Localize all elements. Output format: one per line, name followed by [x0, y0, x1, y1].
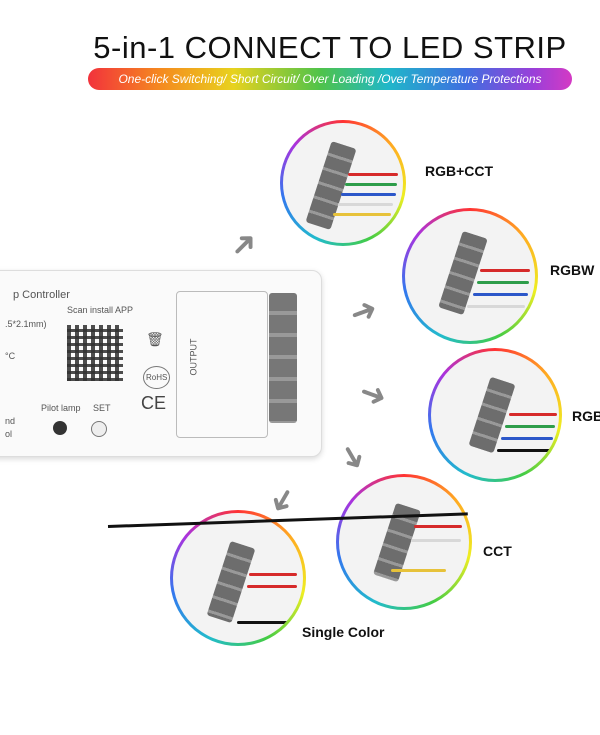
feature-banner: One-click Switching/ Short Circuit/ Over… [88, 68, 572, 90]
blue-wire [501, 437, 553, 440]
rohs-badge: RoHS [143, 366, 171, 389]
terminal-block [438, 230, 488, 316]
black-wire [237, 621, 292, 624]
rgbw-connection-circle [402, 208, 538, 344]
arrow-icon: ➜ [344, 289, 383, 333]
cct-label: CCT [483, 543, 512, 559]
qr-code-icon [67, 325, 123, 381]
terminal-block [206, 540, 256, 624]
red-wire [509, 413, 557, 416]
rgbcct-label: RGB+CCT [425, 163, 494, 179]
white-wire [411, 539, 461, 542]
output-table: OUTPUT [176, 291, 268, 438]
recycle-bin-icon: 🗑 [146, 331, 164, 347]
yellow-wire [391, 569, 446, 572]
rgbw-label: RGBW [550, 262, 595, 278]
red-wire [348, 173, 398, 176]
rgb-connection-circle [428, 348, 562, 482]
left-text-1: nd [5, 416, 16, 426]
rgbcct-connection-circle [280, 120, 406, 246]
controller-device: p Controller Scan install APP .5*2.1mm) … [0, 270, 322, 457]
red-wire [480, 269, 530, 272]
single-color-label: Single Color [302, 624, 385, 640]
green-wire [345, 183, 397, 186]
green-wire [477, 281, 529, 284]
pilot-lamp-label: Pilot lamp [41, 403, 81, 413]
controller-name: p Controller [13, 289, 70, 301]
left-text-2: ol [5, 429, 13, 439]
red-wire [247, 585, 297, 588]
blue-wire [473, 293, 528, 296]
set-label: SET [93, 403, 111, 413]
blue-wire [341, 193, 396, 196]
pilot-lamp-indicator [53, 421, 67, 435]
output-terminal [269, 293, 297, 423]
arrow-icon: ➜ [221, 221, 266, 267]
output-label: OUTPUT [188, 338, 199, 376]
set-button[interactable] [91, 421, 107, 437]
white-wire [338, 203, 393, 206]
scan-text: Scan install APP [67, 305, 134, 315]
white-wire [467, 305, 525, 308]
rgb-label: RGB [572, 408, 600, 424]
page-title: 5-in-1 CONNECT TO LED STRIP [93, 30, 567, 65]
spec-text: .5*2.1mm) [5, 319, 47, 329]
arrow-icon: ➜ [331, 436, 376, 478]
temp-text: °C [5, 351, 16, 361]
cct-connection-circle [336, 474, 472, 610]
red-wire [414, 525, 462, 528]
single-color-connection-circle [170, 510, 306, 646]
black-wire [497, 449, 552, 452]
yellow-wire [333, 213, 391, 216]
green-wire [505, 425, 555, 428]
arrow-icon: ➜ [354, 372, 393, 416]
red-wire [249, 573, 297, 576]
ce-mark: CE [141, 393, 167, 413]
